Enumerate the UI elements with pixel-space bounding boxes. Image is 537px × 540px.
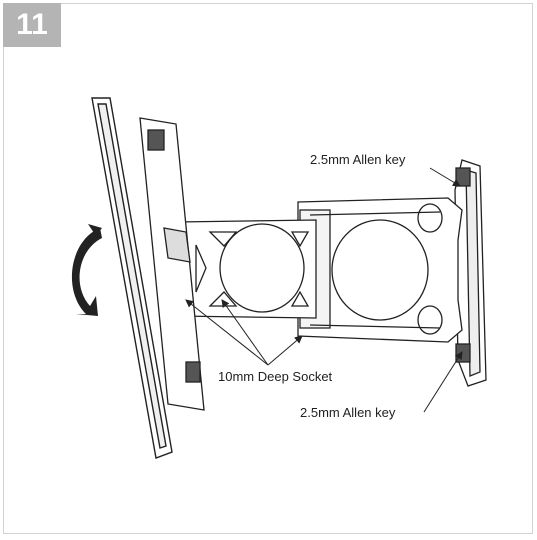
allen-key-top-label: 2.5mm Allen key — [310, 152, 406, 167]
inner-arm — [175, 219, 317, 319]
socket-label: 10mm Deep Socket — [218, 369, 333, 384]
tv-panel — [91, 97, 173, 459]
allen-key-bottom-label: 2.5mm Allen key — [300, 405, 396, 420]
tilt-rotation-arrow-icon — [71, 224, 102, 316]
wall-plate — [454, 159, 487, 387]
leader-lines — [185, 167, 463, 413]
tv-bracket — [139, 117, 205, 411]
step-number-badge: 11 — [3, 3, 61, 47]
outer-arm — [297, 197, 463, 343]
